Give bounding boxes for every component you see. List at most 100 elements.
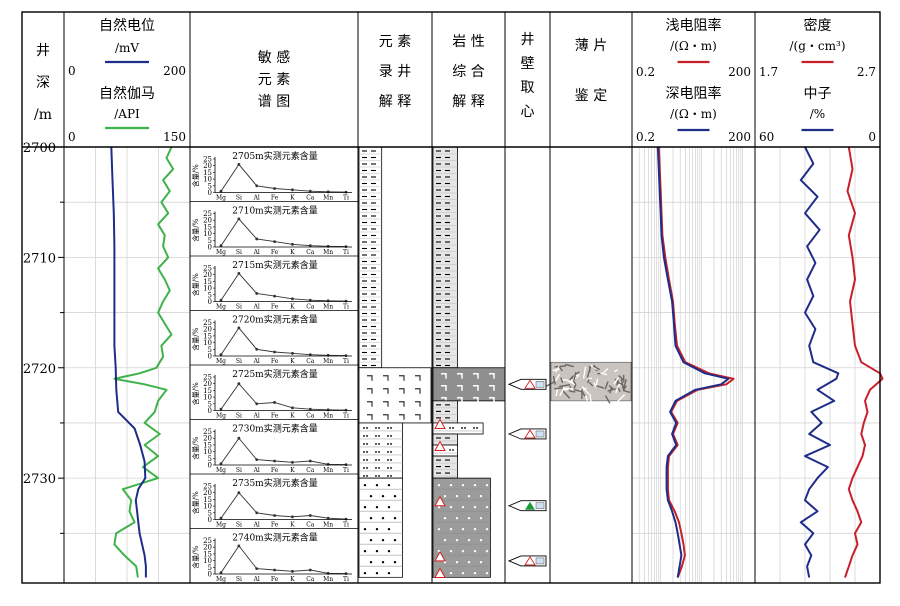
spectra-series-line bbox=[220, 437, 347, 466]
spectra-element-label: Mn bbox=[323, 249, 333, 256]
elem-interval-dot bbox=[363, 451, 365, 453]
elem-interval-dot bbox=[366, 459, 368, 461]
spectra-y-tick-label: 5 bbox=[208, 291, 212, 299]
spectra-y-tick-label: 25 bbox=[203, 428, 212, 436]
litho-interval-dot bbox=[455, 538, 459, 542]
litho-interval-dot bbox=[452, 427, 454, 429]
spectra-y-tick-label: 20 bbox=[203, 271, 212, 279]
figure-frame bbox=[21, 11, 881, 584]
litho-interval-dot bbox=[473, 527, 477, 531]
spectra-point bbox=[219, 189, 223, 193]
deep-res-curve bbox=[656, 146, 730, 578]
litho-interval-dot bbox=[473, 483, 477, 487]
spectra-element-label: Mn bbox=[323, 358, 333, 365]
elem-interval-dot bbox=[390, 435, 392, 437]
spectra-point bbox=[219, 244, 223, 248]
spectra-point bbox=[219, 407, 223, 411]
elem-interval-dot bbox=[375, 459, 377, 461]
litho-interval-mark bbox=[489, 397, 495, 403]
lithology-header-line: 解 释 bbox=[452, 94, 484, 110]
elem-interval-dot bbox=[363, 549, 367, 553]
spectra-element-label: Ca bbox=[306, 467, 315, 474]
thin-section-grain bbox=[585, 395, 588, 401]
spectra-y-tick-label: 10 bbox=[203, 557, 212, 565]
thin-section-grain bbox=[587, 377, 593, 381]
litho-interval-dot bbox=[467, 516, 471, 520]
elem-interval-dot bbox=[375, 427, 377, 429]
spectra-element-label: Mn bbox=[323, 576, 333, 583]
elem-interval-mark bbox=[399, 388, 405, 394]
spectra-y-tick-label: 5 bbox=[208, 182, 212, 190]
spectra-point bbox=[273, 187, 276, 190]
thin-section-grain bbox=[555, 373, 561, 381]
shallow-res-min: 0.2 bbox=[636, 65, 655, 79]
elem-interval-dot bbox=[366, 451, 368, 453]
spectra-y-tick-label: 5 bbox=[208, 564, 212, 572]
thin-section-grain bbox=[588, 382, 594, 387]
elem-interval-mark bbox=[415, 388, 421, 394]
elem-interval-dot bbox=[369, 560, 373, 564]
density-max: 2.7 bbox=[857, 65, 876, 79]
spectra-point bbox=[291, 297, 294, 301]
spectra-y-tick-label: 10 bbox=[203, 503, 212, 511]
elem-interval-dot bbox=[378, 467, 380, 469]
elem-interval-dot bbox=[387, 571, 391, 575]
spectra-point bbox=[237, 491, 241, 495]
text-layer: 井深/m井深/m2700271027202730自然电位/mV0200自然伽马/… bbox=[23, 17, 876, 583]
spectra-element-label: Si bbox=[236, 249, 242, 256]
thin-section-grain bbox=[581, 391, 586, 397]
elem-interval-dot bbox=[363, 475, 365, 477]
spectra-panel-title: 2705m实测元素含量 bbox=[232, 150, 317, 162]
elem-interval-dot bbox=[390, 443, 392, 445]
litho-interval bbox=[432, 433, 458, 446]
elem-interval-mark bbox=[415, 375, 421, 381]
spectra-point bbox=[291, 188, 294, 192]
lithology-header-line: 岩 性 bbox=[452, 34, 484, 50]
thin-section-grain bbox=[622, 389, 631, 394]
spectra-element-label: Fe bbox=[271, 304, 279, 311]
spectra-point bbox=[308, 189, 312, 193]
litho-interval-dot bbox=[479, 538, 483, 542]
elem-interval-mark bbox=[399, 375, 405, 381]
elem-interval-dot bbox=[375, 467, 377, 469]
spectra-header-line: 谱 图 bbox=[258, 94, 290, 110]
spectra-point bbox=[219, 462, 223, 466]
litho-interval-dot bbox=[452, 449, 454, 451]
elem-interval-dot bbox=[363, 459, 365, 461]
spectra-series-line bbox=[220, 163, 347, 193]
elem-interval-dot bbox=[366, 427, 368, 429]
spectra-y-tick-label: 20 bbox=[203, 489, 212, 497]
spectra-point bbox=[237, 382, 241, 386]
depth-axis-label-part: 井 bbox=[36, 43, 50, 59]
deep-res-max: 200 bbox=[728, 130, 751, 144]
spectra-element-label: Fe bbox=[271, 467, 279, 474]
elem-interval-dot bbox=[366, 435, 368, 437]
spectra-y-tick-label: 0 bbox=[208, 516, 212, 524]
spectra-point bbox=[344, 354, 348, 357]
spectra-y-label: 含量/% bbox=[191, 164, 200, 187]
spectra-point bbox=[237, 217, 241, 221]
spectra-y-tick-label: 5 bbox=[208, 346, 212, 354]
elem-interval-dot bbox=[375, 451, 377, 453]
spectra-panel-title: 2730m实测元素含量 bbox=[232, 423, 317, 435]
litho-interval-dot bbox=[443, 516, 447, 520]
elem-interval-dot bbox=[381, 494, 385, 498]
elem-interval-dot bbox=[390, 451, 392, 453]
spectra-y-tick-label: 20 bbox=[203, 380, 212, 388]
spectra-element-label: Si bbox=[236, 358, 242, 365]
spectra-point bbox=[237, 544, 241, 548]
litho-interval-dot bbox=[443, 560, 447, 564]
litho-interval-dot bbox=[473, 427, 475, 429]
spectra-point bbox=[291, 569, 294, 573]
spectra-y-tick-label: 10 bbox=[203, 230, 212, 238]
density-name: 密度 bbox=[804, 17, 832, 34]
spectra-point bbox=[291, 242, 294, 246]
thin-section-grain bbox=[570, 377, 577, 385]
spectra-y-tick-label: 15 bbox=[203, 169, 212, 177]
litho-interval-dot bbox=[473, 505, 477, 509]
oil-show-triangle bbox=[434, 418, 446, 429]
thin-section-grain bbox=[613, 377, 620, 385]
litho-interval-dot bbox=[485, 483, 489, 487]
thin-section-grain bbox=[569, 390, 576, 393]
